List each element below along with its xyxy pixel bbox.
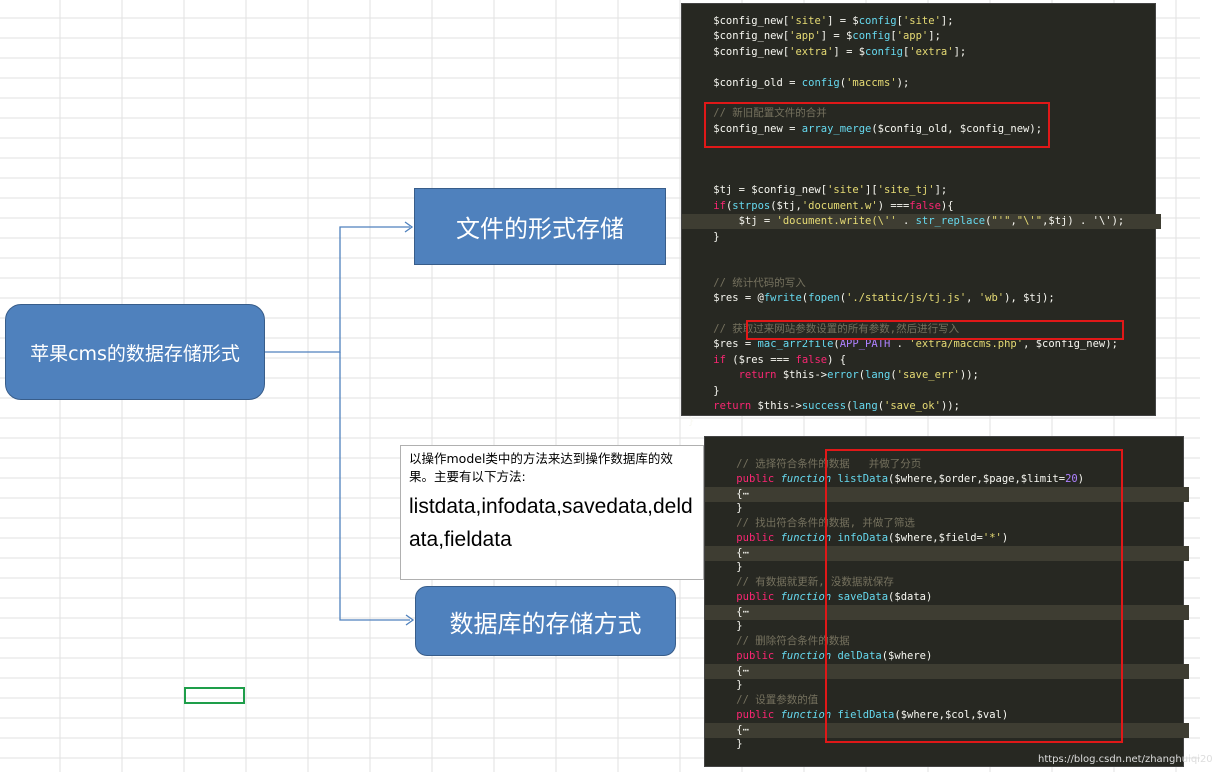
config-code-line: $res = mac_arr2file(APP_PATH . 'extra/ma…: [688, 338, 1118, 351]
config-code-line: }: [688, 415, 695, 428]
model-code-line: }: [711, 502, 743, 515]
config-code-line: $tj = $config_new['site']['site_tj'];: [688, 184, 948, 197]
config-code-line: }: [688, 384, 720, 397]
model-code-line: // 设置参数的值: [736, 694, 819, 706]
config-code-line: $tj = 'document.write(\'' . str_replace(…: [682, 214, 1161, 230]
model-code-line: }: [711, 561, 743, 574]
config-code-line: if ($res === false) {: [713, 353, 847, 366]
config-code-line: $config_old = config('maccms');: [688, 76, 910, 89]
config-code-line: [682, 168, 1161, 183]
config-code-line: return $this->success(lang('save_ok'));: [713, 400, 960, 412]
model-code-line: // 找出符合条件的数据, 并做了筛选: [736, 517, 915, 529]
note-textbox[interactable]: 以操作model类中的方法来达到操作数据库的效果。主要有以下方法: listda…: [400, 445, 704, 580]
model-code-line: }: [711, 679, 743, 692]
config-code-line: $res = @fwrite(fopen('./static/js/tj.js'…: [688, 292, 1055, 305]
arr2file-highlight-box: [746, 320, 1124, 340]
config-code-line: $config_new['extra'] = $config['extra'];: [688, 45, 967, 58]
config-code-line: [682, 153, 1161, 168]
root-node[interactable]: 苹果cms的数据存储形式: [5, 304, 265, 400]
config-code-line: }: [688, 230, 720, 243]
merge-highlight-box: [704, 102, 1050, 148]
config-code-line: // 获取过来网站参数设置的所有参数,然后进行写入: [713, 323, 960, 335]
config-code-line: return $this->error(lang('save_err'));: [738, 369, 979, 382]
selected-cell[interactable]: [184, 687, 245, 704]
config-code-line: $config_new = array_merge($config_old, $…: [688, 122, 1043, 135]
config-code-line: // 统计代码的写入: [713, 276, 806, 289]
model-code-line: }: [711, 620, 743, 633]
config-code-screenshot: $config_new['site'] = $config['site']; $…: [681, 3, 1161, 427]
model-code-line: public function fieldData($where,$col,$v…: [736, 708, 1009, 721]
model-code-line: // 有数据就更新, 没数据就保存: [736, 576, 894, 588]
model-code-line: public function listData($where,$order,$…: [736, 472, 1085, 485]
model-code-line: public function saveData($data): [736, 590, 933, 603]
config-code-line: // 新旧配置文件的合并: [713, 107, 827, 120]
root-node-label: 苹果cms的数据存储形式: [30, 342, 240, 365]
methods-highlight-box: [825, 449, 1123, 743]
note-description: 以操作model类中的方法来达到操作数据库的效果。主要有以下方法:: [409, 451, 673, 484]
model-code-line: }: [711, 738, 743, 751]
config-code-line: [682, 260, 1161, 275]
db-storage-node[interactable]: 数据库的存储方式: [415, 586, 676, 656]
model-code-screenshot: // 选择符合条件的数据 并做了分页 public function listD…: [704, 436, 1189, 767]
config-code-line: if(strpos($tj,'document.w') ===false){: [713, 199, 954, 212]
db-storage-label: 数据库的存储方式: [449, 609, 642, 638]
config-code-line: $config_new['app'] = $config['app'];: [688, 30, 941, 43]
config-code-line: [682, 245, 1161, 260]
file-storage-label: 文件的形式存储: [456, 215, 624, 243]
config-code-line: [682, 60, 1161, 75]
note-methods: listdata,infodata,savedata,deldata,field…: [409, 495, 693, 551]
model-code-line: public function infoData($where,$field='…: [736, 531, 1009, 544]
file-storage-node[interactable]: 文件的形式存储: [414, 188, 666, 265]
config-code-line: $config_new['site'] = $config['site'];: [688, 15, 954, 27]
model-code-line: public function delData($where): [736, 649, 933, 662]
watermark: https://blog.csdn.net/zhanghuiqi20: [1038, 754, 1213, 765]
